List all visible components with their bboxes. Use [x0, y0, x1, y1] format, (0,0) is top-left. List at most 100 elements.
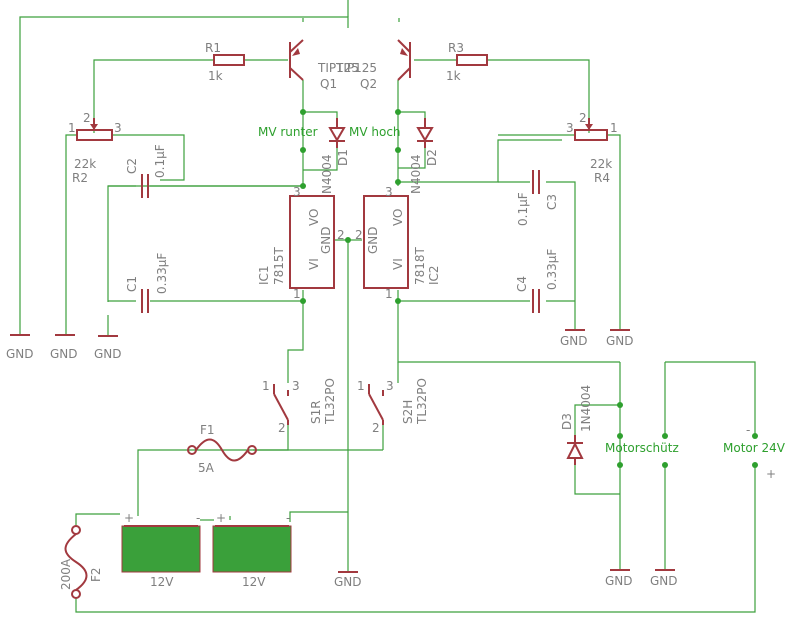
capacitor-c1: C1 0.33µF	[125, 253, 169, 313]
s2h-pin2: 2	[372, 421, 380, 435]
s1r-pin1: 1	[262, 379, 270, 393]
c4-name: C4	[515, 276, 529, 292]
motor-plus: +	[766, 467, 776, 481]
r4-pin3: 3	[566, 121, 574, 135]
ic2-pin1: 1	[385, 287, 393, 301]
c2-name: C2	[125, 158, 139, 174]
ground-symbols: GND GND GND GND GND GND GND GND	[6, 329, 678, 589]
battery-1-minus: -	[196, 511, 200, 525]
transistor-q2: TIP125 Q2	[335, 39, 411, 91]
diode-d3: D3 1N4004	[560, 385, 593, 465]
ic2-vi: VI	[391, 258, 405, 270]
d1-name: D1	[336, 149, 350, 166]
battery-2-value: 12V	[242, 575, 266, 589]
f1-value: 5A	[198, 461, 215, 475]
capacitor-c3: 0.1µF C3	[516, 170, 559, 226]
ic1-vi: VI	[307, 258, 321, 270]
fuse-f1: F1 5A	[187, 423, 257, 475]
r2-pin2: 2	[83, 111, 91, 125]
net-mv-hoch: MV hoch	[349, 125, 401, 139]
r2-pin1: 1	[68, 121, 76, 135]
net-motor: Motor 24V	[723, 441, 786, 455]
battery-2-minus: -	[286, 511, 290, 525]
battery-2: + - 12V	[212, 511, 292, 589]
r4-name: R4	[594, 171, 610, 185]
regulator-ic1: VO GND VI 3 1 2 IC1 7815T	[257, 185, 345, 301]
gnd-4: GND	[560, 329, 588, 348]
battery-1-value: 12V	[150, 575, 174, 589]
potentiometer-r4: 3 2 1 22k R4	[566, 111, 618, 185]
gnd-7-label: GND	[605, 574, 633, 588]
q2-value: TIP125	[335, 61, 377, 75]
ic2-vo: VO	[391, 209, 405, 226]
resistor-r1: R1 1k	[205, 41, 245, 83]
gnd-3-label: GND	[94, 347, 122, 361]
s2h-pin3: 3	[386, 379, 394, 393]
gnd-2-label: GND	[50, 347, 78, 361]
gnd-1-label: GND	[6, 347, 34, 361]
battery-2-plus: +	[216, 511, 226, 525]
r1-value: 1k	[208, 69, 223, 83]
gnd-8: GND	[650, 569, 678, 588]
r4-pin1: 1	[610, 121, 618, 135]
gnd-1: GND	[6, 334, 34, 361]
transistor-q1: TIP125 Q1	[289, 39, 359, 91]
c3-name: C3	[545, 194, 559, 210]
c3-value: 0.1µF	[516, 192, 530, 226]
r4-value: 22k	[590, 157, 612, 171]
gnd-7: GND	[605, 569, 633, 588]
gnd-3: GND	[94, 335, 122, 361]
d2-value: N4004	[409, 154, 423, 194]
q2-name: Q2	[360, 77, 377, 91]
f2-value: 200A	[59, 558, 73, 590]
motor-minus: -	[746, 423, 750, 437]
potentiometer-r2: 1 2 3 22k R2	[68, 111, 122, 185]
r2-value: 22k	[74, 157, 96, 171]
ic1-pin2: 2	[337, 228, 345, 242]
switch-s2h: 1 3 2 S2H TL32PO	[357, 378, 429, 435]
f1-name: F1	[200, 423, 215, 437]
capacitor-c4: C4 0.33µF	[515, 249, 559, 313]
s1r-value: TL32PO	[323, 378, 337, 425]
ic1-pin1: 1	[293, 287, 301, 301]
r1-name: R1	[205, 41, 221, 55]
ic1-name: IC1	[257, 265, 271, 285]
gnd-6-label: GND	[334, 575, 362, 589]
c2-value: 0.1µF	[153, 144, 167, 178]
capacitor-c2: C2 0.1µF	[125, 144, 167, 198]
junctions	[300, 109, 758, 468]
ic1-gnd: GND	[319, 226, 333, 254]
s1r-name: S1R	[309, 400, 323, 424]
r3-value: 1k	[446, 69, 461, 83]
gnd-5-label: GND	[606, 334, 634, 348]
c4-value: 0.33µF	[545, 249, 559, 290]
q1-value: TIP125	[317, 61, 359, 75]
gnd-4-label: GND	[560, 334, 588, 348]
s2h-name: S2H	[401, 400, 415, 424]
diode-d1: N4004 D1	[320, 118, 350, 194]
r3-name: R3	[448, 41, 464, 55]
ic2-gnd: GND	[366, 226, 380, 254]
s1r-pin2: 2	[278, 421, 286, 435]
net-mv-runter: MV runter	[258, 125, 318, 139]
q1-name: Q1	[320, 77, 337, 91]
gnd-2: GND	[50, 334, 78, 361]
d3-name: D3	[560, 413, 574, 430]
s2h-value: TL32PO	[415, 378, 429, 425]
s2h-pin1: 1	[357, 379, 365, 393]
ic2-name: IC2	[427, 265, 441, 285]
fuse-f2: 200A F2	[59, 525, 103, 599]
c1-value: 0.33µF	[155, 253, 169, 294]
wires	[19, 0, 756, 613]
f2-name: F2	[89, 567, 103, 582]
d1-value: N4004	[320, 154, 334, 194]
ic2-pin2: 2	[355, 228, 363, 242]
s1r-pin3: 3	[292, 379, 300, 393]
regulator-ic2: GND VO VI 3 1 2 7818T IC2	[355, 185, 441, 301]
ic1-pin3: 3	[293, 185, 301, 199]
r2-pin3: 3	[114, 121, 122, 135]
ic2-pin3: 3	[385, 185, 393, 199]
ic1-value: 7815T	[272, 246, 286, 285]
diode-d2: N4004 D2	[409, 118, 439, 194]
c1-name: C1	[125, 276, 139, 292]
